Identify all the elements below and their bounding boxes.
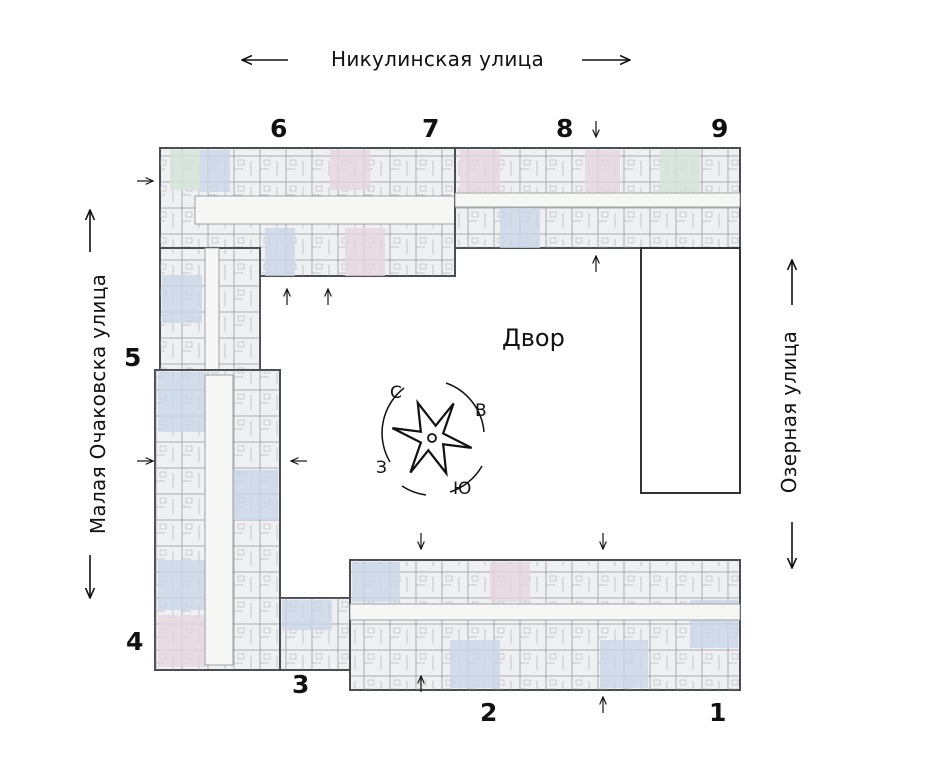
compass-north-label: С: [390, 383, 402, 403]
wing-west-upper: [159, 247, 261, 371]
section-number-6: 6: [270, 114, 288, 143]
courtyard-label: Двор: [502, 324, 565, 352]
section-number-2: 2: [480, 698, 498, 727]
street-arrows: [90, 60, 792, 598]
section-number-7: 7: [422, 114, 440, 143]
street-label-top: Никулинская улица: [331, 47, 545, 71]
section-number-9: 9: [711, 114, 729, 143]
wing-north-right: [454, 147, 741, 249]
entrance-arrows: [137, 121, 603, 713]
compass-west-label: З: [376, 458, 387, 478]
section-number-4: 4: [126, 627, 144, 656]
street-label-right: Озерная улица: [777, 330, 801, 494]
section-number-1: 1: [709, 698, 727, 727]
street-label-left: Малая Очаковска улица: [86, 273, 110, 535]
compass-rose: [381, 382, 485, 496]
building-footprint: [154, 147, 741, 691]
section-number-3: 3: [292, 670, 310, 699]
compass-south-label: Ю: [453, 479, 472, 499]
compass-east-label: В: [475, 401, 487, 421]
wing-south-east: [349, 559, 741, 691]
adjacent-lot-outline: [640, 247, 741, 494]
section-number-5: 5: [124, 343, 142, 372]
wing-west-lower: [154, 369, 281, 671]
section-number-8: 8: [556, 114, 574, 143]
